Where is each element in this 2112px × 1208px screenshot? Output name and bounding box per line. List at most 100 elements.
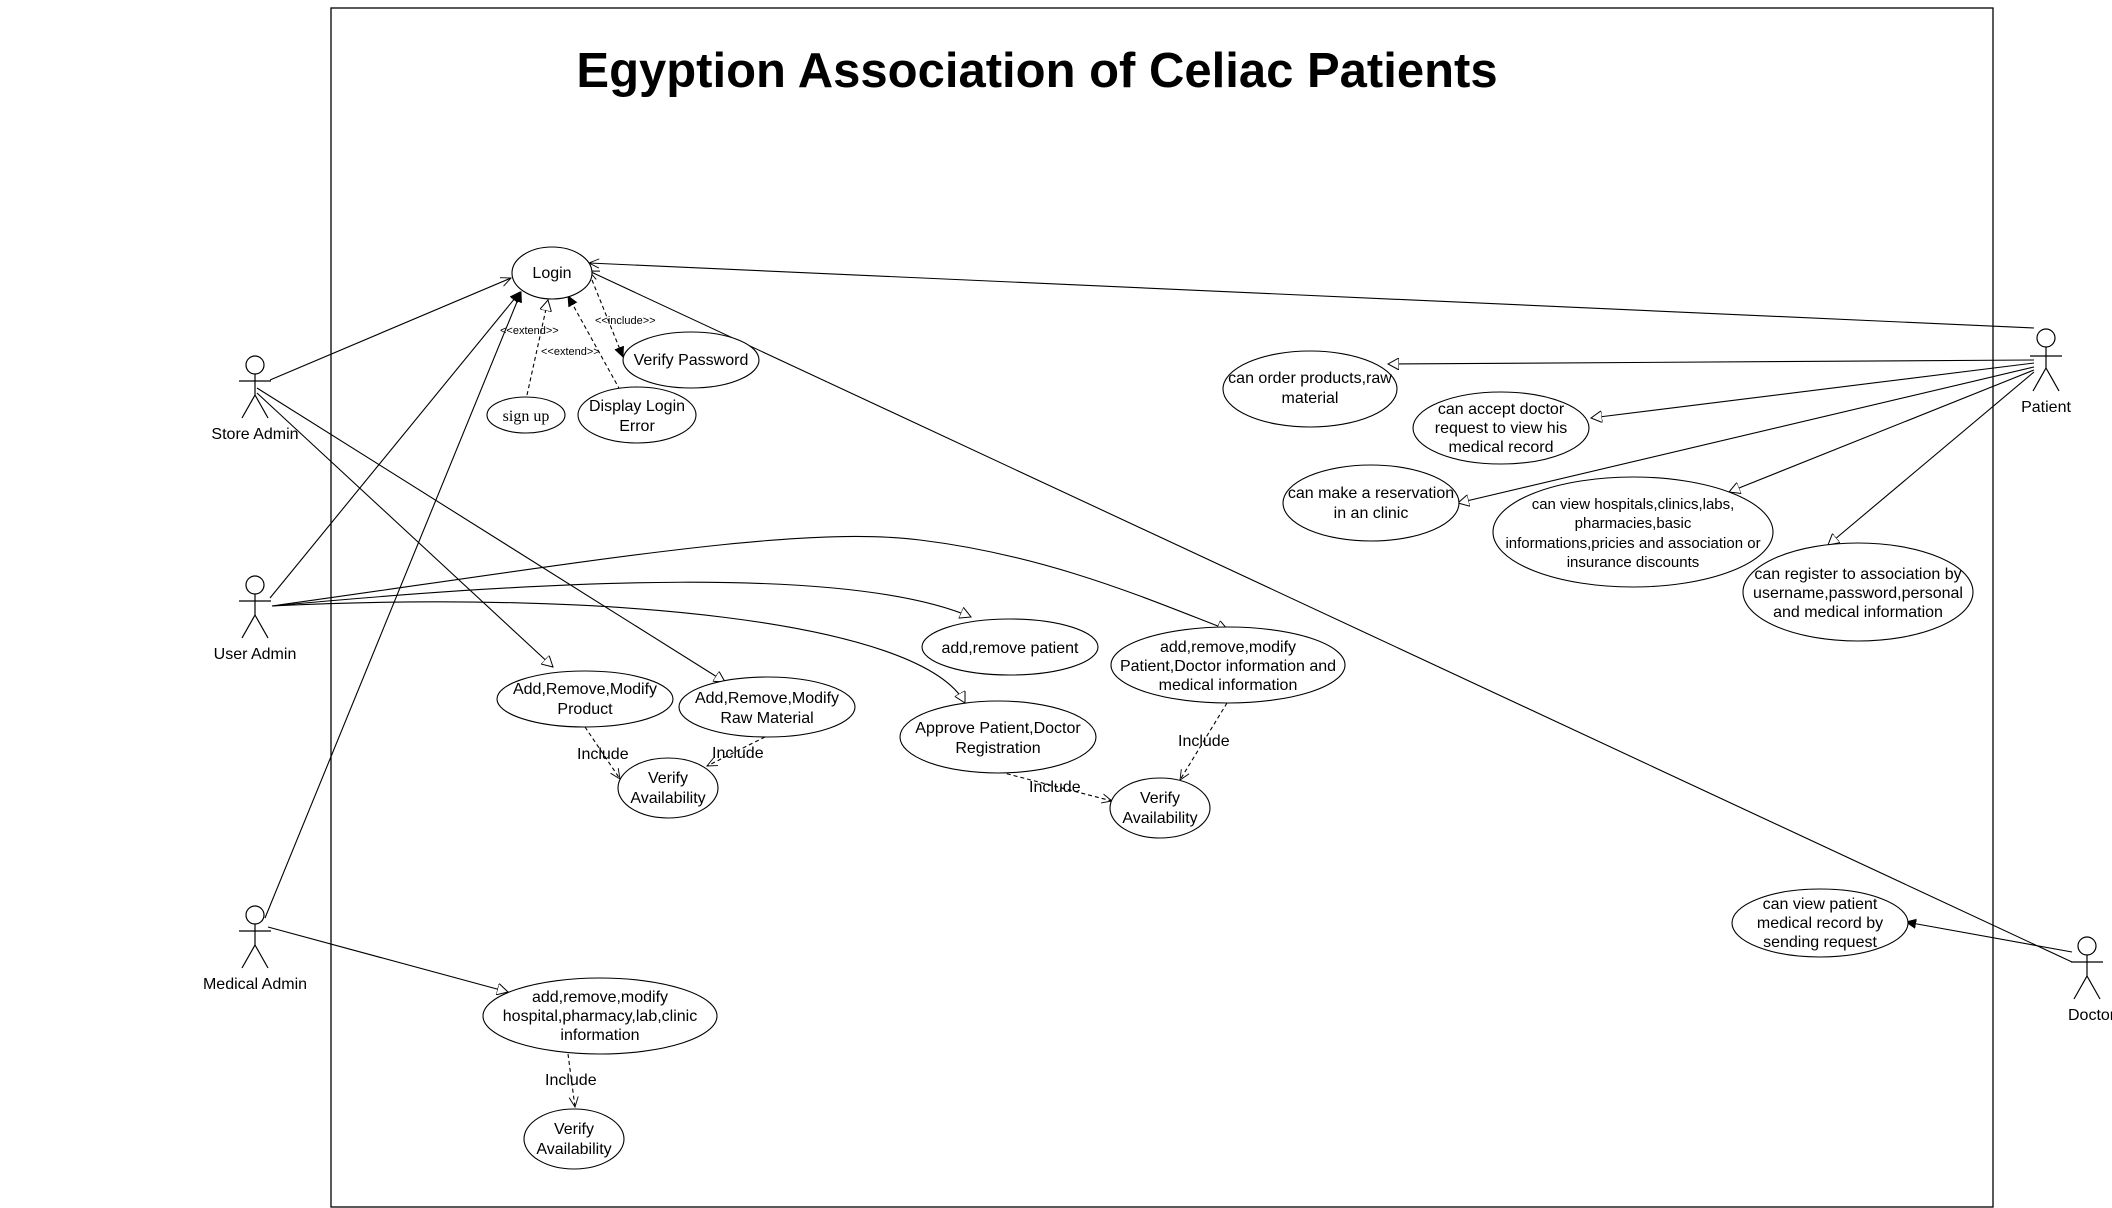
assoc-patient-order bbox=[1388, 360, 2035, 364]
assoc-medicaladmin-login bbox=[264, 292, 521, 919]
actor-medical-admin-head bbox=[245, 905, 265, 925]
uc-viewrecord-label-1: can view patient bbox=[1763, 896, 1878, 913]
actor-patient-head bbox=[2036, 328, 2056, 348]
uc-modifyinfo-label-2: Patient,Doctor information and bbox=[1120, 658, 1336, 675]
assoc-storeadmin-product bbox=[256, 392, 553, 667]
actor-user-admin bbox=[239, 575, 271, 639]
uc-register-label-1: can register to association by bbox=[1754, 566, 1961, 583]
actor-store-admin-label: Store Admin bbox=[211, 426, 298, 443]
uc-product-label-2: Product bbox=[557, 701, 613, 718]
actor-patient-label: Patient bbox=[2021, 399, 2071, 416]
uc-accept-doctor-request bbox=[1412, 391, 1590, 465]
assoc-patient-register bbox=[1828, 371, 2035, 545]
uc-verify-password-label: Verify Password bbox=[634, 352, 749, 369]
uc-accept-label-1: can accept doctor bbox=[1438, 401, 1565, 418]
uc-viewhospitals-label-2: pharmacies,basic bbox=[1575, 515, 1692, 532]
uc-view-patient-record bbox=[1731, 888, 1909, 958]
uc-approve-label-2: Registration bbox=[955, 740, 1040, 757]
uc-approve-label-1: Approve Patient,Doctor bbox=[915, 720, 1081, 737]
uc-rawmaterial-label-2: Raw Material bbox=[720, 710, 813, 727]
uc-order-label-1: can order products,raw bbox=[1228, 370, 1392, 387]
uc-verify-user-label-2: Availability bbox=[1122, 810, 1197, 827]
label-extend-signup: <<extend>> bbox=[500, 325, 559, 337]
uc-modifyinfo-label-3: medical information bbox=[1159, 677, 1298, 694]
uc-display-login-error-label-1: Display Login bbox=[589, 398, 685, 415]
actor-user-admin-label: User Admin bbox=[214, 646, 297, 663]
label-include-rawmaterial: Include bbox=[712, 745, 764, 762]
extend-signup-login bbox=[526, 300, 548, 396]
include-product-verify bbox=[584, 726, 620, 779]
label-include-modifyinfo: Include bbox=[1178, 733, 1230, 750]
assoc-patient-reservation bbox=[1458, 366, 2035, 503]
assoc-useradmin-approve bbox=[271, 601, 965, 703]
uc-verify-availability-medical bbox=[523, 1108, 625, 1170]
uc-verify-medical-label-2: Availability bbox=[536, 1141, 611, 1158]
label-include-approve: Include bbox=[1029, 779, 1081, 796]
uc-login-label: Login bbox=[532, 265, 571, 282]
uc-view-hospitals bbox=[1492, 476, 1774, 588]
include-approve-verify bbox=[999, 771, 1112, 801]
uc-display-login-error-label-2: Error bbox=[619, 418, 655, 435]
uc-sign-up-label: sign up bbox=[503, 408, 550, 425]
uc-order-label-2: material bbox=[1282, 390, 1339, 407]
uc-register-label-3: and medical information bbox=[1773, 604, 1943, 621]
uc-addremovepatient-label: add,remove patient bbox=[942, 640, 1080, 657]
uc-modify-hospital-info bbox=[482, 977, 718, 1055]
actor-patient bbox=[2030, 328, 2062, 392]
uc-viewrecord-label-3: sending request bbox=[1763, 934, 1877, 951]
uc-viewhospitals-label-4: insurance discounts bbox=[1567, 554, 1700, 571]
uc-display-login-error bbox=[577, 386, 697, 444]
uc-verify-store-label-2: Availability bbox=[630, 790, 705, 807]
uc-register-label-2: username,password,personal bbox=[1753, 585, 1963, 602]
uc-order-products bbox=[1222, 350, 1398, 428]
assoc-doctor-viewrecord bbox=[1906, 922, 2073, 953]
uc-viewrecord-label-2: medical record by bbox=[1757, 915, 1883, 932]
actor-doctor bbox=[2071, 936, 2103, 1000]
assoc-useradmin-modifyinfo bbox=[271, 535, 1228, 630]
uc-reservation-label-2: in an clinic bbox=[1334, 505, 1409, 522]
uc-hospitalinfo-label-3: information bbox=[560, 1027, 639, 1044]
uc-hospitalinfo-label-1: add,remove,modify bbox=[532, 989, 668, 1006]
uc-verify-user-label-1: Verify bbox=[1140, 790, 1180, 807]
uc-add-remove-patient bbox=[921, 618, 1099, 676]
uc-rawmaterial-label-1: Add,Remove,Modify bbox=[695, 690, 839, 707]
uc-make-reservation bbox=[1282, 464, 1460, 542]
assoc-patient-viewhospitals bbox=[1729, 369, 2035, 492]
include-modifyinfo-verify bbox=[1180, 702, 1228, 780]
assoc-patient-accept bbox=[1591, 362, 2035, 418]
uc-register-association bbox=[1742, 542, 1974, 642]
uc-verify-store-label-1: Verify bbox=[648, 770, 688, 787]
dependency-relations bbox=[526, 279, 1228, 1107]
actor-doctor-label: Doctor bbox=[2068, 1007, 2112, 1024]
uc-approve-registration bbox=[899, 700, 1097, 774]
system-boundary bbox=[330, 7, 1994, 1208]
uc-modifyinfo-label-1: add,remove,modify bbox=[1160, 639, 1296, 656]
include-rawmaterial-verify bbox=[707, 736, 766, 766]
associations bbox=[256, 263, 2073, 992]
use-cases bbox=[482, 246, 1974, 1170]
uc-login bbox=[511, 246, 593, 300]
extend-loginerror-login bbox=[568, 296, 621, 391]
actor-store-admin-head bbox=[245, 355, 265, 375]
assoc-storeadmin-login bbox=[269, 278, 511, 381]
uc-hospitalinfo-label-2: hospital,pharmacy,lab,clinic bbox=[503, 1008, 697, 1025]
uc-verify-password bbox=[622, 331, 760, 389]
use-case-labels: Login Verify Password sign up Display Lo… bbox=[503, 265, 1963, 1158]
uc-viewhospitals-label-3: informations,pricies and association or bbox=[1505, 535, 1760, 552]
label-include-verifypassword: <<include>> bbox=[595, 315, 656, 327]
uc-accept-label-2: request to view his bbox=[1435, 420, 1568, 437]
assoc-medicaladmin-hospitalinfo bbox=[267, 926, 508, 992]
uc-verify-availability-user bbox=[1109, 777, 1211, 839]
assoc-storeadmin-rawmaterial bbox=[256, 387, 725, 682]
uc-accept-label-3: medical record bbox=[1449, 439, 1554, 456]
actor-medical-admin bbox=[239, 905, 271, 969]
label-include-hospitalinfo: Include bbox=[545, 1072, 597, 1089]
assoc-useradmin-login bbox=[269, 292, 520, 599]
actor-medical-admin-label: Medical Admin bbox=[203, 976, 307, 993]
assoc-useradmin-addremovepatient bbox=[271, 581, 971, 617]
actor-store-admin bbox=[239, 355, 271, 419]
uc-add-remove-modify-raw-material bbox=[678, 676, 856, 738]
uc-verify-medical-label-1: Verify bbox=[554, 1121, 594, 1138]
actor-doctor-head bbox=[2077, 936, 2097, 956]
